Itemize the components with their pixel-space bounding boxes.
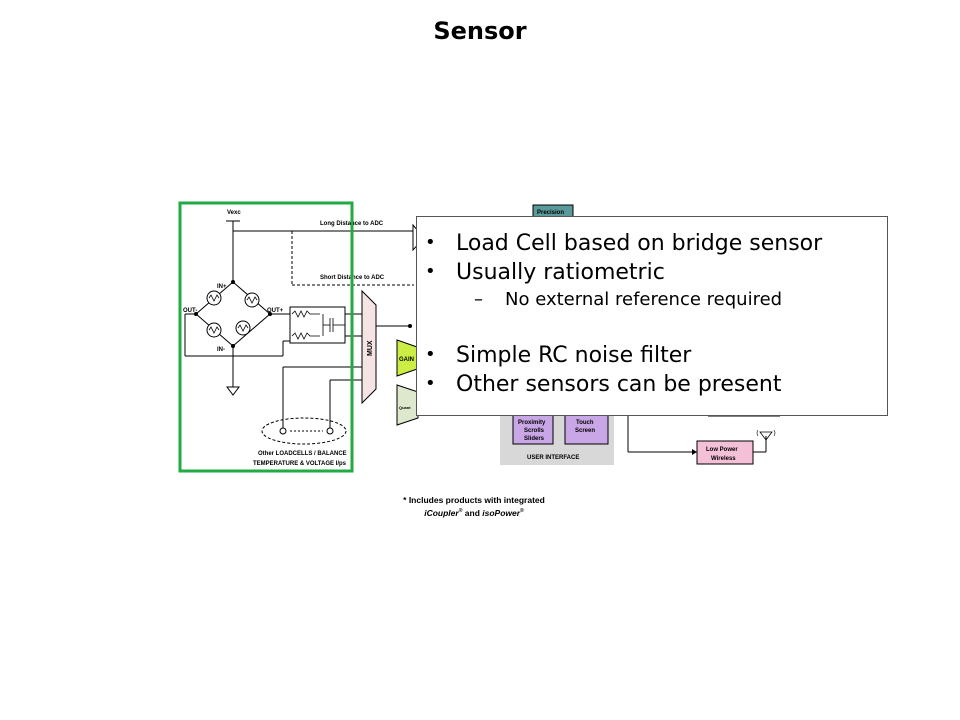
strain-gauge-4 [235,320,251,336]
bullet-dot-icon: • [425,373,436,394]
bullet-text: Load Cell based on bridge sensor [456,231,823,256]
bullet-item: • Load Cell based on bridge sensor [425,231,822,256]
sub-bullet-text: No external reference required [505,289,783,310]
icoupler-text: iCoupler [424,507,459,518]
bullet-text: Simple RC noise filter [456,343,692,368]
bullet-dot-icon: • [425,261,436,282]
vexc-label: Vexc [227,210,241,216]
other-inputs-group [261,417,347,445]
precision-label: Precision [537,210,564,216]
strain-gauge-2 [244,292,260,308]
touch-label-1: Touch [576,420,594,426]
mux-block [361,289,377,405]
low-power-label-1: Low Power [706,447,738,453]
proximity-label-3: Sliders [524,436,545,442]
proximity-label-2: Scrolls [524,428,545,434]
sub-bullet-item: – No external reference required [474,289,782,310]
callout-box: • Load Cell based on bridge sensor • Usual… [416,216,888,416]
quant-label: Quant [399,405,411,410]
bullet-item: • Simple RC noise filter [425,343,691,368]
dash-icon: – [474,289,483,310]
ground-symbol [226,386,240,396]
bullet-text: Other sensors can be present [456,372,782,397]
low-power-label-2: Wireless [711,456,736,462]
user-interface-label: USER INTERFACE [527,455,579,461]
slide-title: Sensor [433,17,527,45]
gain-label: GAIN [399,357,414,363]
footnote-line-1: * Includes products with integrated [403,495,545,505]
and-text: and [464,507,480,518]
in-plus-label: IN+ [217,284,227,290]
touch-label-2: Screen [575,428,595,434]
bullet-item: • Other sensors can be present [425,372,781,397]
other-sensors-label-2: TEMPERATURE & VOLTAGE I/ps [253,461,347,467]
bullet-dot-icon: • [425,344,436,365]
out-minus-label: OUT- [183,308,197,314]
proximity-label-1: Proximity [518,420,546,426]
mux-label: MUX [367,340,374,356]
footnote: * Includes products with integrated iCou… [386,495,562,519]
footnote-line-2: iCoupler® and isoPower® [424,507,524,518]
in-minus-label: IN- [217,347,225,353]
bullet-dot-icon: • [425,232,436,253]
other-sensors-label-1: Other LOADCELLS / BALANCE [258,451,347,457]
load-cell-highlight [178,201,354,473]
out-plus-label: OUT+ [267,308,284,314]
bullet-text: Usually ratiometric [456,260,665,285]
isopower-text: isoPower [482,507,521,518]
strain-gauge-3 [206,322,222,338]
bullet-item: • Usually ratiometric [425,260,665,285]
strain-gauge-1 [206,290,222,306]
antenna-icon [759,431,773,441]
quant-block [396,384,419,426]
